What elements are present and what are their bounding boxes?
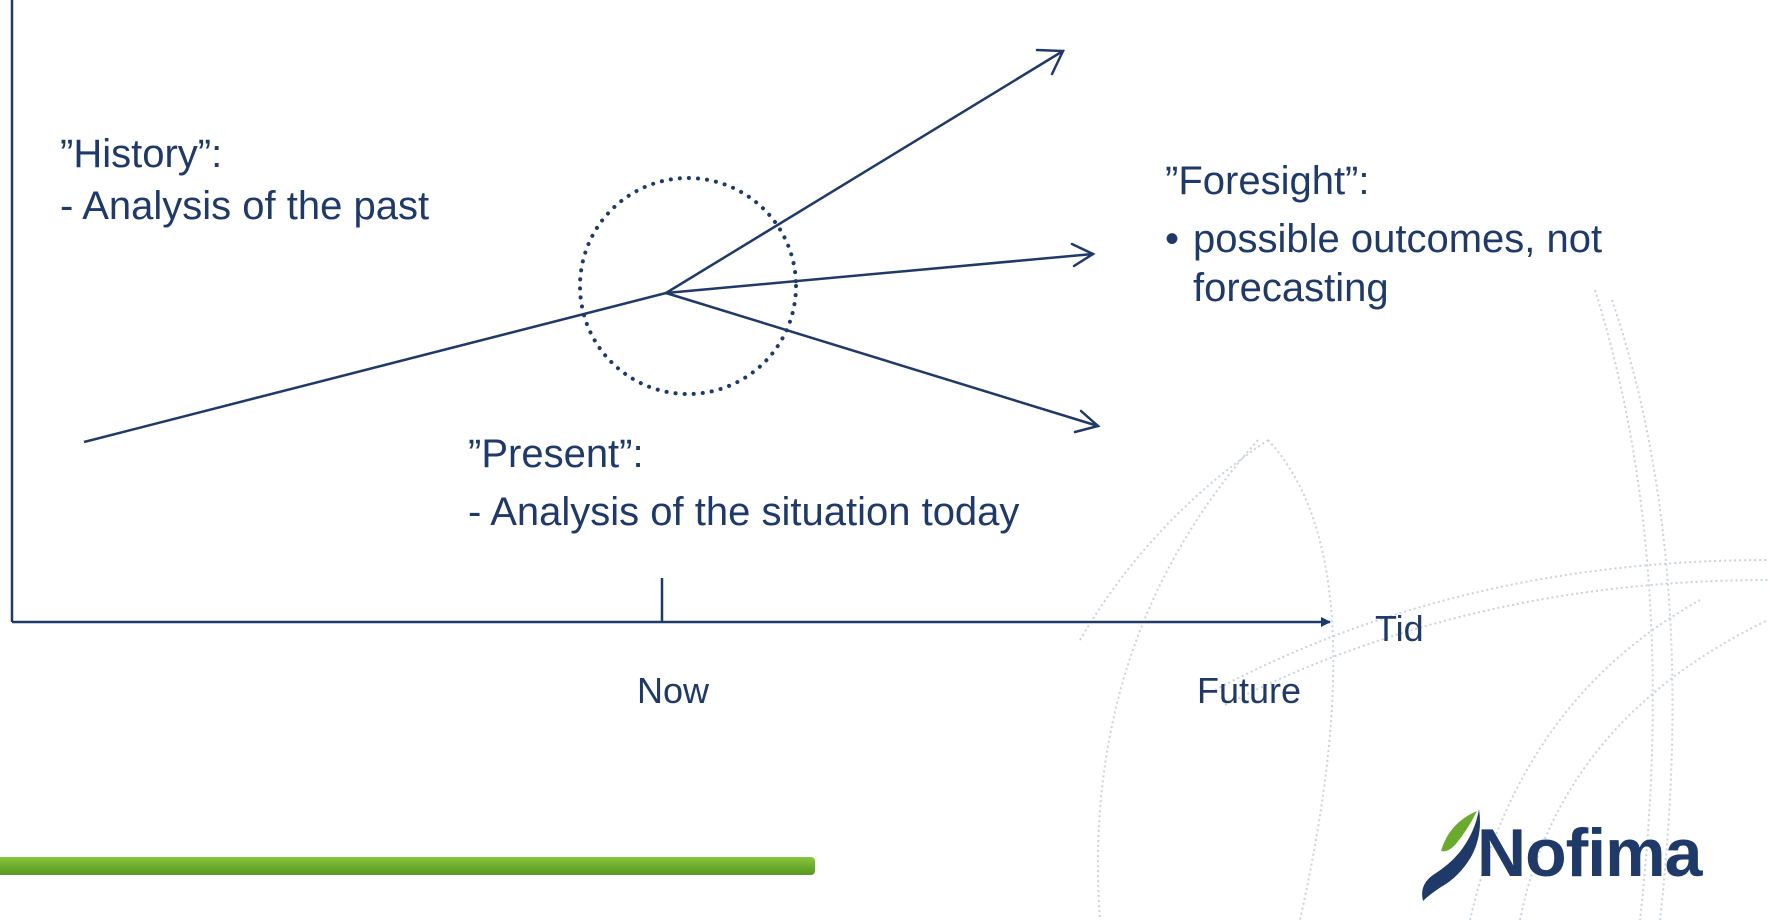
foresight-line-2: forecasting <box>1193 266 1389 310</box>
foresight-line-1: possible outcomes, not <box>1193 217 1603 261</box>
footer-green-bar <box>0 857 815 875</box>
deco-arc-7 <box>1224 579 1768 706</box>
deco-arc-9 <box>1519 619 1768 920</box>
history-detail: - Analysis of the past <box>60 184 430 228</box>
arrow-down-head <box>1073 409 1101 434</box>
deco-arc-1 <box>1594 289 1654 920</box>
deco-arc-3 <box>1267 439 1335 920</box>
arrow-up-head <box>1035 48 1065 76</box>
arrow-up <box>664 49 1065 295</box>
future-label: Future <box>1197 670 1302 711</box>
arrow-middle-head <box>1070 242 1096 268</box>
arrow-middle <box>664 252 1095 295</box>
history-title: ”History”: <box>60 132 223 176</box>
present-title: ”Present”: <box>468 432 644 476</box>
arrow-down <box>664 291 1100 428</box>
logo-wordmark: Nofima <box>1477 815 1702 891</box>
present-detail: - Analysis of the situation today <box>468 490 1020 534</box>
foresight-title: ”Foresight”: <box>1165 159 1370 203</box>
foresight-bullet: • <box>1165 217 1180 261</box>
leaf-icon <box>1422 809 1480 901</box>
deco-arc-4 <box>1097 439 1259 920</box>
deco-arc-2 <box>1611 299 1674 920</box>
history-line <box>83 291 667 444</box>
present-circle <box>578 176 798 396</box>
time-axis-label: Tid <box>1375 608 1424 649</box>
nofima-logo: Nofima <box>1415 805 1720 905</box>
now-label: Now <box>637 670 710 711</box>
deco-arc-5 <box>1079 439 1269 641</box>
